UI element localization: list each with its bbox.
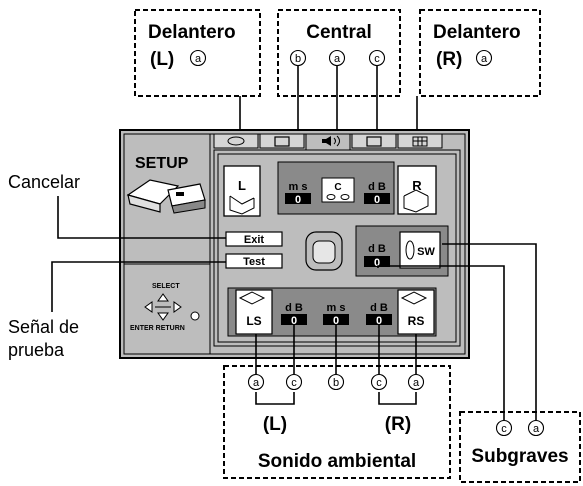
speaker-l-label: L: [238, 178, 246, 193]
speaker-ls-label: LS: [246, 314, 261, 328]
enter-return-label: ENTER RETURN: [130, 325, 185, 332]
rs-db-unit: d B: [370, 302, 388, 314]
speaker-icon: [322, 136, 331, 146]
callout-front-right-side: (R): [436, 49, 462, 70]
callout-front-left-side: (L): [150, 49, 174, 70]
marker-a-circle: [527, 419, 545, 437]
marker-b-label: b: [295, 53, 301, 65]
test-signal-label-line2: prueba: [8, 340, 65, 360]
speaker-surround-left[interactable]: LS: [235, 289, 273, 335]
callout-subwoofer: c a Subgraves: [459, 411, 581, 483]
center-ms-value: 0: [295, 194, 301, 206]
callout-center-title: Central: [306, 22, 371, 43]
setup-device-icon: [126, 179, 206, 214]
speaker-front-left[interactable]: L: [223, 165, 261, 217]
exit-label: Exit: [244, 234, 265, 246]
marker-c-circle: [285, 373, 303, 391]
marker-c-label: c: [374, 53, 380, 65]
select-label: SELECT: [152, 283, 180, 290]
marker-b-circle: [327, 373, 345, 391]
equipment-icon: [366, 136, 382, 147]
marker-a-circle: [247, 373, 265, 391]
rs-db-field[interactable]: [366, 314, 392, 325]
speaker-subwoofer[interactable]: [399, 231, 441, 269]
marker-a-label: a: [253, 377, 260, 389]
tab-equipment[interactable]: [351, 133, 397, 149]
marker-c-label: c: [376, 377, 382, 389]
callout-front-right: Delantero (R) a: [419, 9, 541, 97]
marker-c-circle: [495, 419, 513, 437]
center-db-unit: d B: [368, 181, 386, 193]
center-group: m s 0 C d B 0: [277, 161, 395, 215]
speaker-front-right[interactable]: R: [397, 165, 437, 215]
ls-db-field[interactable]: [281, 314, 307, 325]
center-ms-unit: m s: [289, 181, 308, 193]
speaker-c-label: C: [334, 182, 341, 193]
callout-front-left-title: Delantero: [148, 22, 236, 43]
test-label: Test: [243, 256, 265, 268]
test-button[interactable]: Test: [225, 253, 283, 269]
callout-surround-title: Sonido ambiental: [258, 451, 416, 472]
marker-a-circle: [407, 373, 425, 391]
surround-group: LS d B 0 m s 0 d B 0 RS: [227, 287, 437, 337]
surround-ms-field[interactable]: [323, 314, 349, 325]
listener-seat-icon: [305, 231, 343, 271]
marker-a-label: a: [481, 53, 488, 65]
marker-c-circle: [368, 49, 386, 67]
setup-panel: SETUP SELECT ENTER RETURN: [119, 129, 470, 359]
grid-icon: [412, 136, 428, 147]
callout-surround-right: (R): [385, 414, 411, 435]
marker-b-circle: [289, 49, 307, 67]
tab-picture[interactable]: [259, 133, 305, 149]
subwoofer-group: d B 0 SW: [355, 225, 449, 277]
marker-c-label: c: [291, 377, 297, 389]
callout-front-left: Delantero (L) a: [134, 9, 261, 97]
marker-c-label: c: [501, 423, 507, 435]
marker-a-circle: [475, 49, 493, 67]
speaker-surround-right[interactable]: RS: [397, 289, 435, 335]
center-db-field[interactable]: [364, 193, 390, 204]
sw-db-unit: d B: [368, 243, 386, 255]
screen-icon: [274, 136, 290, 147]
surround-ms-unit: m s: [327, 302, 346, 314]
speaker-sw-label: SW: [417, 246, 435, 258]
disc-icon: [227, 136, 245, 146]
ls-db-value: 0: [291, 315, 297, 327]
ls-db-unit: d B: [285, 302, 303, 314]
marker-a-label: a: [533, 423, 540, 435]
callout-surround: a c b c a (L) (R) Sonido ambiental: [223, 365, 451, 479]
marker-a-circle: [328, 49, 346, 67]
exit-button[interactable]: Exit: [225, 231, 283, 247]
tab-display[interactable]: [213, 133, 259, 149]
sw-db-field[interactable]: [364, 256, 390, 267]
marker-a-label: a: [195, 53, 202, 65]
rs-db-value: 0: [376, 315, 382, 327]
tab-bar: [213, 133, 443, 151]
direction-pad-icon: [144, 293, 200, 321]
callout-surround-left: (L): [263, 414, 287, 435]
marker-a-label: a: [413, 377, 420, 389]
sw-db-value: 0: [374, 257, 380, 269]
speaker-r-label: R: [412, 178, 422, 193]
speaker-rs-label: RS: [408, 314, 425, 328]
marker-b-label: b: [333, 377, 339, 389]
cancel-label: Cancelar: [8, 172, 80, 192]
marker-a-circle: [189, 49, 207, 67]
marker-a-label: a: [334, 53, 341, 65]
test-signal-label-line1: Señal de: [8, 317, 79, 337]
center-db-value: 0: [374, 194, 380, 206]
surround-ms-value: 0: [333, 315, 339, 327]
callout-subwoofer-title: Subgraves: [471, 446, 568, 467]
center-ms-field[interactable]: [285, 193, 311, 204]
callout-front-right-title: Delantero: [433, 22, 521, 43]
setup-title: SETUP: [135, 155, 189, 172]
marker-c-circle: [370, 373, 388, 391]
callout-center: Central b a c: [277, 9, 401, 97]
